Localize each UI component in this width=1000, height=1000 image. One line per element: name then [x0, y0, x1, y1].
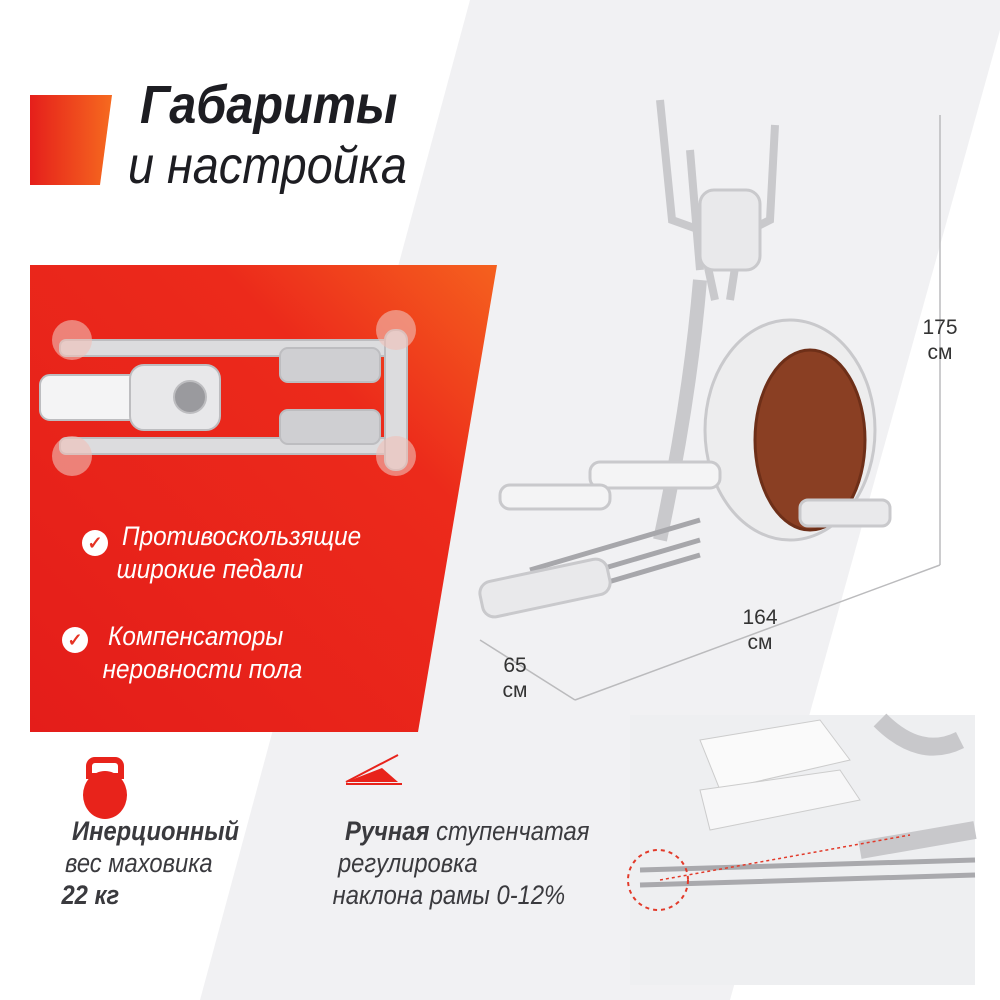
incline-icon	[345, 754, 402, 785]
flywheel-spec: Инерционный вес маховика 22 кг	[61, 815, 240, 911]
title-accent-square	[30, 95, 112, 185]
feature-line: широкие педали	[116, 554, 304, 584]
kettlebell-icon	[83, 757, 127, 819]
elliptical-trainer-image	[478, 99, 892, 619]
spec-line: ступенчатая	[429, 816, 590, 846]
top-view-image	[39, 310, 416, 476]
feature-line: неровности пола	[102, 654, 303, 684]
spec-line: наклона рамы 0-12%	[332, 880, 566, 910]
spec-bold: Инерционный	[72, 816, 240, 846]
detail-inset-image	[627, 713, 977, 985]
spec-bold: Ручная	[345, 816, 430, 846]
incline-spec: Ручная ступенчатая регулировка наклона р…	[333, 815, 590, 911]
dimension-value: 164	[742, 606, 778, 629]
feature-line: Противоскользящие	[122, 521, 362, 551]
title-line-1: Габариты	[140, 75, 398, 135]
height-dimension: 175 см	[905, 315, 975, 365]
spec-line: вес маховика	[64, 848, 213, 878]
width-dimension: 65 см	[485, 653, 545, 703]
feature-line: Компенсаторы	[108, 621, 284, 651]
spec-bold: 22 кг	[61, 880, 120, 910]
dimension-unit: см	[927, 341, 953, 364]
feature-compensators: Компенсаторы неровности пола	[103, 620, 303, 686]
check-circle-icon: ✓	[82, 530, 108, 556]
dimension-unit: см	[502, 679, 528, 702]
title-line-2: и настройка	[128, 137, 407, 195]
dimension-lines	[479, 115, 941, 701]
dimension-value: 65	[503, 654, 527, 677]
feature-pedals: Противоскользящие широкие педали	[117, 520, 362, 586]
dimension-unit: см	[747, 631, 773, 654]
length-dimension: 164 см	[725, 605, 795, 655]
check-circle-icon: ✓	[62, 627, 88, 653]
spec-line: регулировка	[337, 848, 478, 878]
dimension-value: 175	[922, 316, 958, 339]
